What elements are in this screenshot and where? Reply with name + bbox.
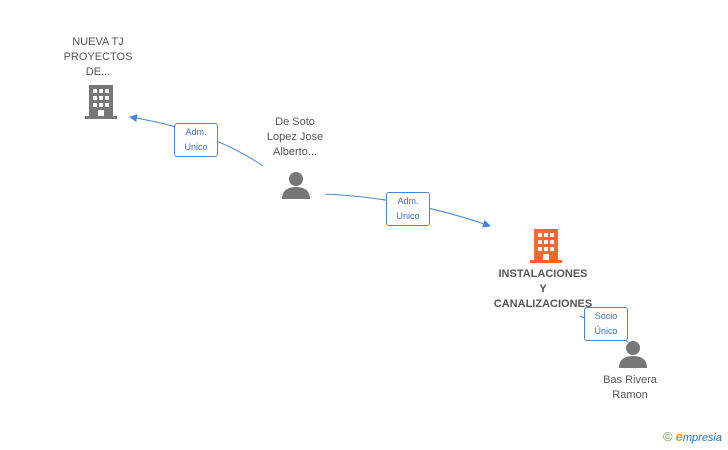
relation-badge-adm-unico-top[interactable]: Adm. Unico [174, 123, 218, 157]
person-icon [282, 172, 310, 199]
company-name-line-2: PROYECTOS [63, 51, 133, 63]
company-name-line-1: NUEVA TJ [72, 36, 124, 48]
node-company-instalaciones[interactable]: INSTALACIONES Y CANALIZACIONES [478, 267, 608, 312]
relation-type: Unico [396, 211, 420, 221]
person-bottom-name-line-1: Bas Rivera [603, 374, 657, 386]
relation-type: Único [594, 326, 618, 336]
person-name-line-3: Alberto... [272, 146, 318, 158]
main-company-name-line-2: Y [539, 283, 547, 295]
main-company-name-line-1: INSTALACIONES [498, 268, 588, 280]
company-name-line-3: DE... [85, 66, 111, 78]
relation-type: Unico [184, 142, 208, 152]
relation-role: Adm. [185, 127, 207, 137]
empresia-logo: ©empresia [663, 429, 722, 444]
relation-role: Socio [594, 311, 618, 321]
node-person-de-soto[interactable]: De Soto Lopez Jose Alberto... [245, 115, 345, 160]
node-person-bas-rivera[interactable]: Bas Rivera Ramon [580, 373, 680, 403]
person-bottom-name-line-2: Ramon [612, 389, 648, 401]
node-company-nueva-tj[interactable]: NUEVA TJ PROYECTOS DE... [48, 35, 148, 80]
relation-badge-adm-unico-center[interactable]: Adm. Unico [386, 192, 430, 226]
person-icon-bottom [619, 341, 647, 368]
brand-name: mpresia [682, 432, 722, 444]
relation-badge-socio-unico[interactable]: Socio Único [584, 307, 628, 341]
person-name-line-2: Lopez Jose [266, 131, 324, 143]
relation-role: Adm. [397, 196, 419, 206]
brand-initial: e [675, 429, 683, 444]
copyright-icon: © [663, 429, 673, 444]
main-company-name-line-3: CANALIZACIONES [493, 298, 593, 310]
building-icon-main [530, 229, 562, 263]
building-icon [85, 85, 117, 119]
person-name-line-1: De Soto [275, 116, 315, 128]
